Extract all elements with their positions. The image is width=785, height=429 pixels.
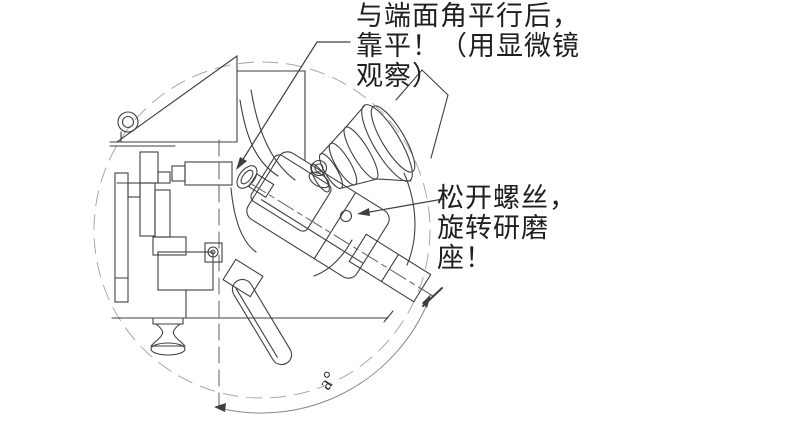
screw-note-callout: 松开螺丝， 旋转研磨 座！ bbox=[437, 183, 577, 273]
grinding-seat-assembly bbox=[236, 151, 443, 307]
side-screw-hole bbox=[339, 209, 353, 223]
base-line-and-foot bbox=[111, 310, 394, 356]
cone-mount bbox=[395, 69, 449, 159]
phantom-rotation-circle bbox=[93, 61, 431, 399]
microscope-cone bbox=[310, 69, 449, 193]
top-screw-head bbox=[310, 159, 328, 177]
leader-arrowhead bbox=[357, 208, 370, 216]
collet-tip bbox=[236, 165, 258, 189]
machine-body bbox=[109, 54, 306, 318]
angle-dimension-arc: a° bbox=[214, 294, 431, 414]
callout-line: 观察） bbox=[356, 61, 440, 91]
angle-label: a° bbox=[314, 368, 342, 394]
leader-arrowhead bbox=[236, 157, 247, 170]
arc-arrow-lower bbox=[214, 403, 226, 412]
callout-line: 座！ bbox=[437, 243, 493, 273]
leader-line-align-note bbox=[236, 41, 351, 170]
arc-arrow-upper bbox=[422, 294, 431, 308]
leader-line-screw-note bbox=[357, 198, 444, 216]
lever-handle bbox=[222, 258, 293, 366]
callout-line: 松开螺丝， bbox=[437, 183, 577, 213]
callout-line: 靠平！（用显微镜 bbox=[356, 31, 580, 61]
seat-axis-centerline bbox=[249, 182, 434, 297]
align-note-callout: 与端面角平行后， 靠平！（用显微镜 观察） bbox=[356, 1, 580, 91]
callout-line: 旋转研磨 bbox=[437, 213, 549, 243]
callout-line: 与端面角平行后， bbox=[356, 1, 580, 31]
